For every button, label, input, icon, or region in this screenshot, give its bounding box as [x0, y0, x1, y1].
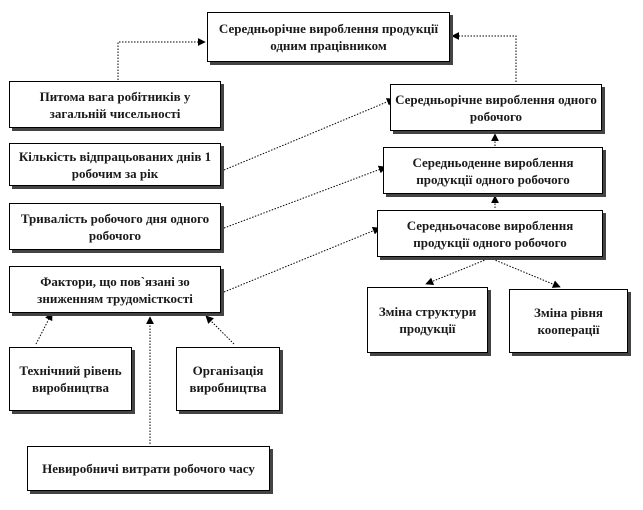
edge-duration-to-daily [223, 165, 387, 229]
node-coop: Зміна рівня кооперації [509, 289, 628, 353]
edge-hourly-to-coop [489, 257, 561, 288]
node-top: Середньорічне вироблення продукції одним… [207, 12, 450, 62]
node-share: Питома вага робітників у загальній чисел… [9, 81, 221, 128]
edge-days-to-annual [223, 98, 395, 171]
node-tech: Технічний рівень виробництва [9, 347, 132, 411]
node-losses: Невиробничі витрати робочого часу [27, 446, 270, 491]
edge-org-to-factors [205, 315, 235, 345]
node-structure: Зміна структури продукції [367, 287, 488, 353]
edge-hourly-to-structure [425, 257, 491, 285]
node-daily: Середньоденне вироблення продукції одног… [383, 147, 603, 194]
node-hourly: Середньочасове вироблення продукції одно… [377, 210, 603, 257]
edge-share-to-top [117, 38, 206, 80]
edge-tech-to-factors [35, 312, 53, 345]
node-factors: Фактори, що пов`язані зо зниженням трудо… [9, 266, 221, 313]
node-org: Організація виробництва [176, 347, 280, 411]
node-days: Кількість відпрацьованих днів 1 робочим … [9, 143, 221, 186]
edge-factors-to-hourly [223, 227, 381, 293]
edge-annual-to-top [451, 32, 517, 82]
node-annual: Середньорічне вироблення одного робочого [390, 84, 602, 131]
node-duration: Тривалість робочого дня одного робочого [9, 203, 221, 250]
